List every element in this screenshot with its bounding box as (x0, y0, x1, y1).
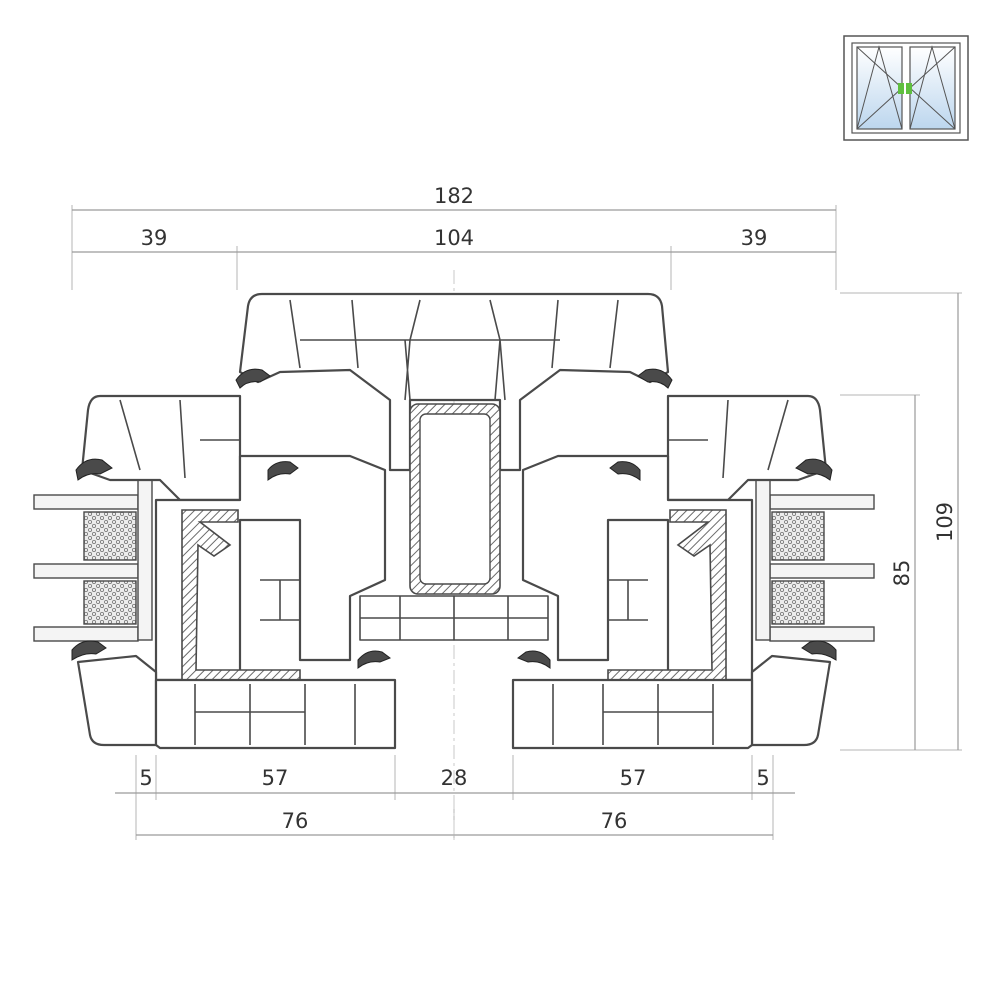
left-sash-profile (75, 394, 242, 502)
dim-overall-width: 182 (434, 184, 474, 208)
dim-overall-height: 109 (933, 502, 957, 542)
double-casement-window-icon (843, 35, 969, 141)
dim-bottom-left-depth: 57 (262, 766, 289, 790)
left-inner-sash-body (154, 454, 392, 682)
dim-left-total: 76 (282, 809, 309, 833)
center-mullion-profile (235, 292, 673, 641)
right-sash-profile (666, 394, 833, 502)
dim-left-sash: 39 (141, 226, 168, 250)
bottom-dimensions: 5 57 28 57 5 76 76 (115, 755, 795, 840)
right-glazing-unit (755, 479, 875, 642)
right-dimensions: 109 85 (840, 292, 962, 751)
dim-right-sash: 39 (741, 226, 768, 250)
dim-frame-height: 85 (890, 560, 914, 587)
dim-bottom-left-offset: 5 (139, 766, 152, 790)
top-dimensions: 182 39 104 39 (71, 184, 837, 290)
handle-icon (898, 83, 904, 94)
dim-right-total: 76 (601, 809, 628, 833)
right-inner-sash-body (516, 454, 754, 682)
dim-bottom-right-offset: 5 (756, 766, 769, 790)
dim-bottom-right-depth: 57 (620, 766, 647, 790)
dim-center: 104 (434, 226, 474, 250)
left-bottom-frame (71, 640, 397, 750)
handle-icon (906, 83, 912, 94)
left-glazing-unit (33, 479, 153, 642)
right-bottom-frame (511, 640, 837, 750)
